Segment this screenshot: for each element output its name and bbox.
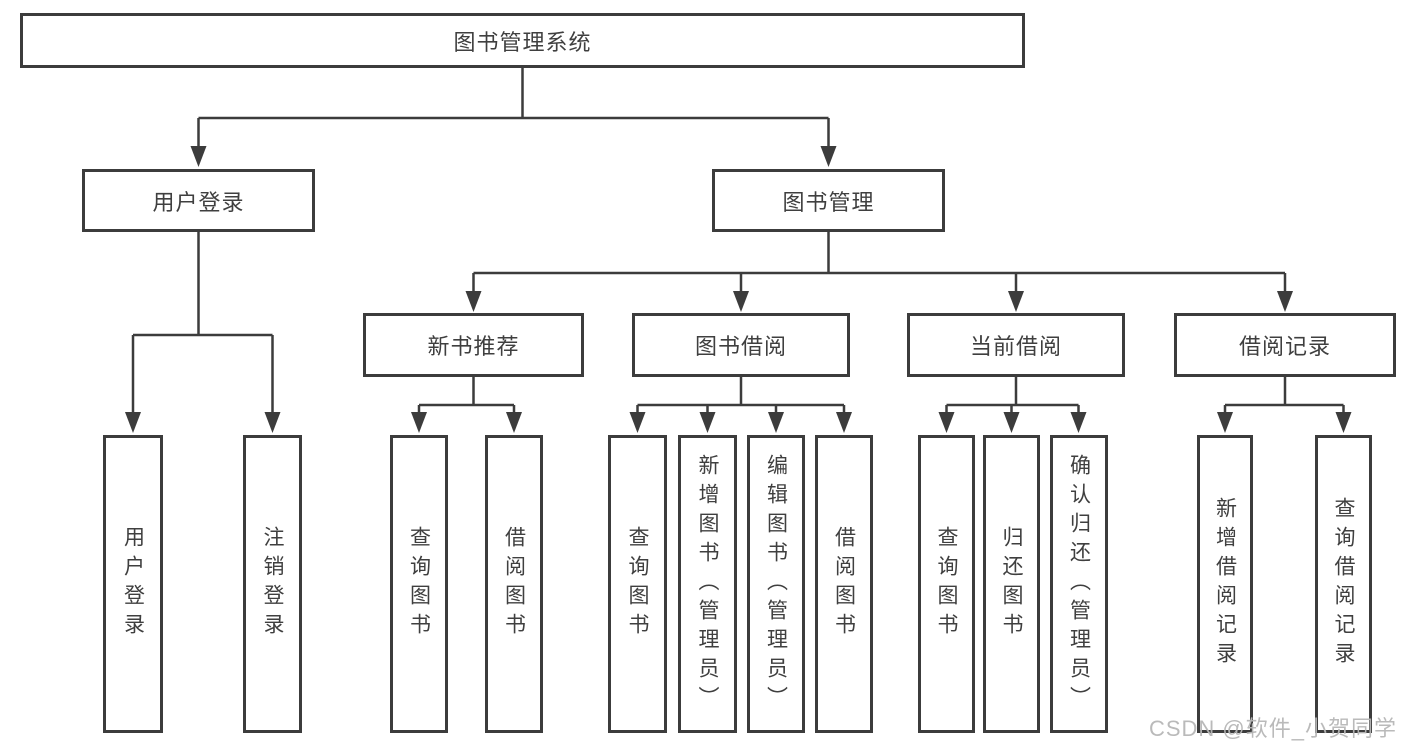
leaf-nb-borrow-books: 借阅图书 — [485, 435, 543, 733]
leaf-bb-query-books: 查询图书 — [608, 435, 667, 733]
node-root: 图书管理系统 — [20, 13, 1025, 68]
leaf-cb-return-books: 归还图书 — [983, 435, 1040, 733]
node-new-book-recommend: 新书推荐 — [363, 313, 584, 377]
leaf-bb-edit-books-admin: 编辑图书（管理员） — [747, 435, 805, 733]
node-user-login: 用户登录 — [82, 169, 315, 232]
leaf-bb-add-books-admin: 新增图书（管理员） — [678, 435, 737, 733]
leaf-bb-borrow-books: 借阅图书 — [815, 435, 873, 733]
leaf-cb-query-books: 查询图书 — [918, 435, 975, 733]
csdn-watermark: CSDN @软件_小贺同学 — [1148, 716, 1397, 741]
node-current-borrow: 当前借阅 — [907, 313, 1125, 377]
leaf-br-query-record: 查询借阅记录 — [1315, 435, 1372, 733]
node-borrow-records: 借阅记录 — [1174, 313, 1396, 377]
leaf-user-login: 用户登录 — [103, 435, 163, 733]
leaf-cb-confirm-return-admin: 确认归还（管理员） — [1050, 435, 1108, 733]
leaf-logout: 注销登录 — [243, 435, 302, 733]
arrowheads — [125, 146, 1352, 433]
leaf-br-add-record: 新增借阅记录 — [1197, 435, 1253, 733]
leaf-nb-query-books: 查询图书 — [390, 435, 448, 733]
node-book-borrow: 图书借阅 — [632, 313, 850, 377]
node-book-management: 图书管理 — [712, 169, 945, 232]
